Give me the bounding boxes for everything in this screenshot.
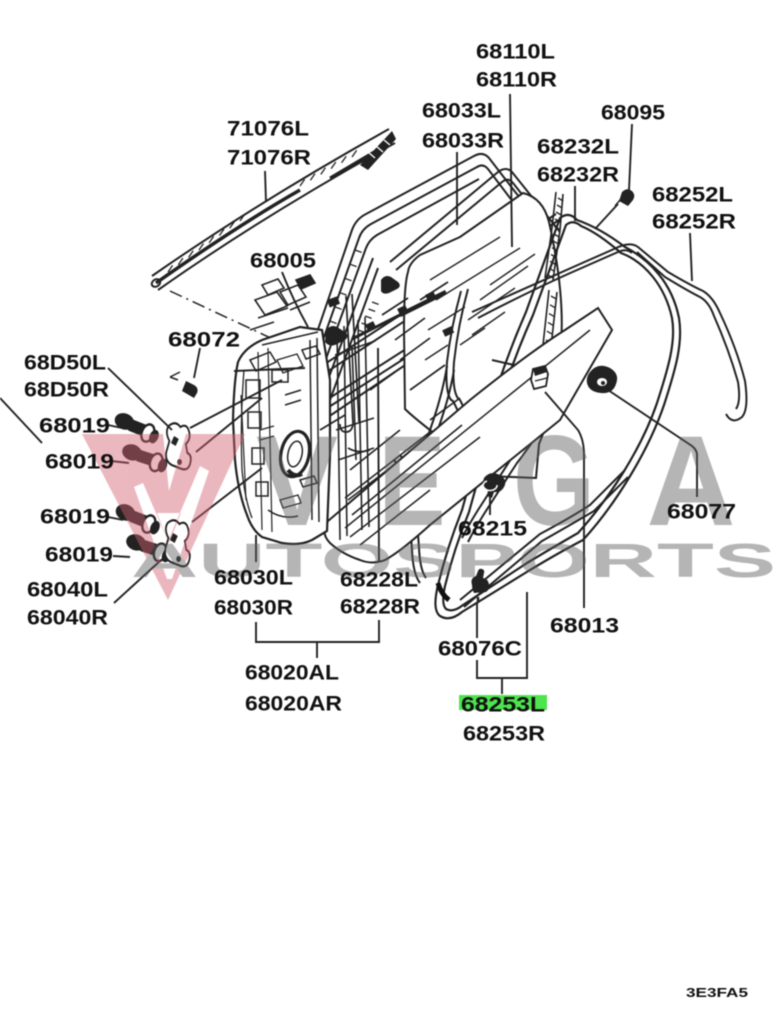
svg-text:68D50R: 68D50R <box>24 379 109 402</box>
svg-text:68228L: 68228L <box>340 569 418 592</box>
svg-text:68005: 68005 <box>250 250 316 273</box>
svg-text:68030L: 68030L <box>214 567 293 590</box>
svg-text:AUTOSPORTS: AUTOSPORTS <box>131 535 776 588</box>
svg-text:68019: 68019 <box>45 451 114 474</box>
svg-text:68019: 68019 <box>45 544 113 567</box>
svg-text:68D50L: 68D50L <box>24 352 106 375</box>
svg-text:V: V <box>256 410 338 553</box>
svg-text:68040L: 68040L <box>27 579 108 602</box>
svg-text:68040R: 68040R <box>27 607 108 630</box>
svg-text:68252L: 68252L <box>652 184 733 207</box>
svg-text:E: E <box>379 410 446 553</box>
svg-text:68253L: 68253L <box>461 694 545 717</box>
svg-text:68076C: 68076C <box>438 638 522 661</box>
svg-text:68232L: 68232L <box>537 136 619 159</box>
svg-text:68020AR: 68020AR <box>245 693 342 716</box>
svg-text:68072: 68072 <box>168 329 240 352</box>
svg-text:71076R: 71076R <box>227 147 311 170</box>
svg-text:68033L: 68033L <box>422 100 501 123</box>
svg-text:68033R: 68033R <box>422 130 504 153</box>
svg-text:68252R: 68252R <box>652 211 736 234</box>
svg-text:68253R: 68253R <box>463 723 545 746</box>
svg-text:68030R: 68030R <box>214 597 293 620</box>
svg-text:68020AL: 68020AL <box>245 662 339 685</box>
svg-text:68095: 68095 <box>601 102 665 125</box>
svg-text:68228R: 68228R <box>340 596 420 619</box>
svg-text:71076L: 71076L <box>227 118 309 141</box>
svg-text:68110L: 68110L <box>476 41 555 64</box>
svg-text:68215: 68215 <box>458 518 527 541</box>
svg-text:G: G <box>513 410 595 553</box>
svg-text:3E3FA5: 3E3FA5 <box>686 985 748 1000</box>
svg-text:68110R: 68110R <box>476 69 557 92</box>
svg-text:68013: 68013 <box>550 615 619 638</box>
svg-text:68019: 68019 <box>39 415 110 438</box>
svg-text:68232R: 68232R <box>537 164 619 187</box>
svg-text:A: A <box>647 410 736 553</box>
svg-text:68077: 68077 <box>667 501 736 524</box>
svg-text:68019: 68019 <box>40 506 110 529</box>
